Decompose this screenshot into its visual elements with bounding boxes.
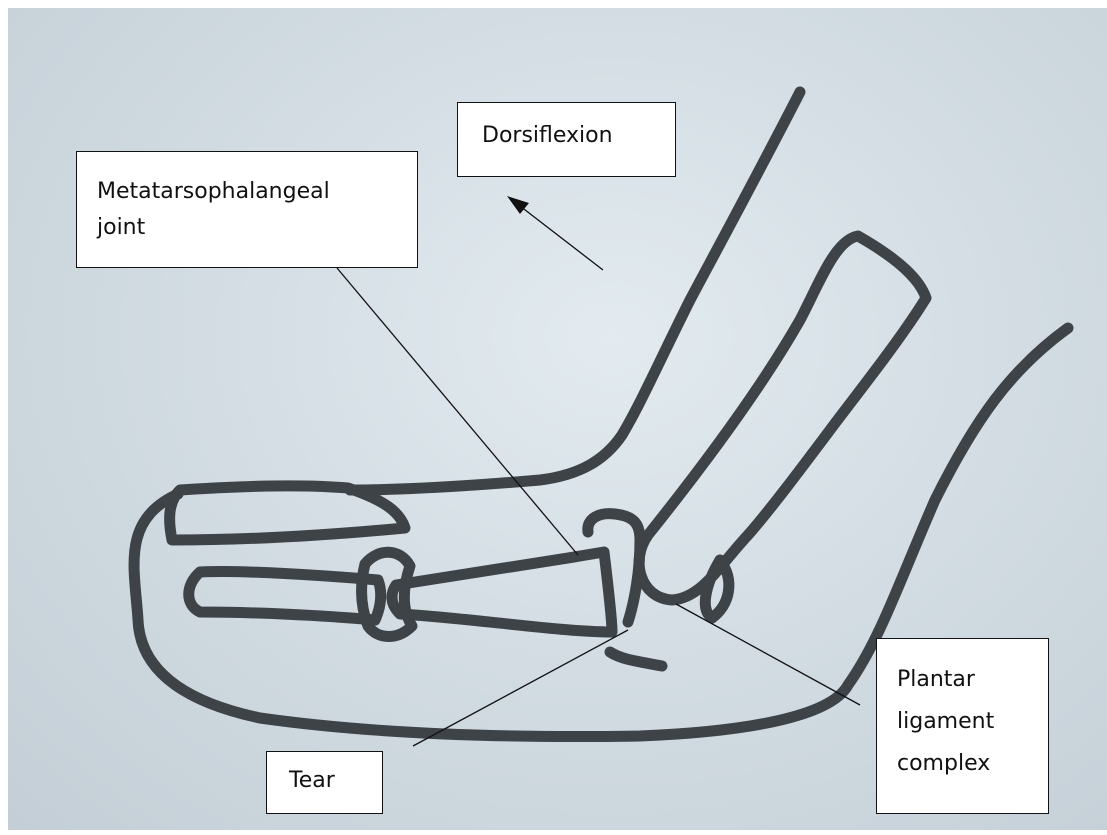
plantar-text-line1: Plantar (897, 659, 1048, 701)
tear-label: Tear (266, 751, 383, 814)
mtp-joint-label: Metatarsophalangeal joint (76, 151, 418, 268)
mtp-joint-text-line1: Metatarsophalangeal (97, 174, 417, 210)
plantar-text-line2: ligament (897, 701, 1048, 743)
plantar-text-line3: complex (897, 743, 1048, 785)
plantar-leader-line (676, 604, 860, 705)
dorsiflexion-arrow-shaft (520, 206, 603, 270)
dorsiflexion-arrowhead (507, 196, 529, 214)
dorsiflexion-text: Dorsiflexion (482, 119, 675, 153)
metatarsal-bone (639, 236, 926, 600)
tear-text: Tear (289, 764, 382, 798)
dorsiflexion-label: Dorsiflexion (457, 102, 676, 177)
sesamoid (705, 560, 729, 618)
toenail (170, 486, 405, 540)
distal-phalanx (189, 572, 381, 620)
mtp-leader-line (337, 268, 578, 555)
tear-leader-line (413, 630, 628, 746)
torn-ligament (610, 652, 662, 666)
proximal-phalanx (392, 552, 612, 632)
mtp-joint-text-line2: joint (97, 210, 417, 246)
plantar-ligament-label: Plantar ligament complex (876, 638, 1049, 814)
